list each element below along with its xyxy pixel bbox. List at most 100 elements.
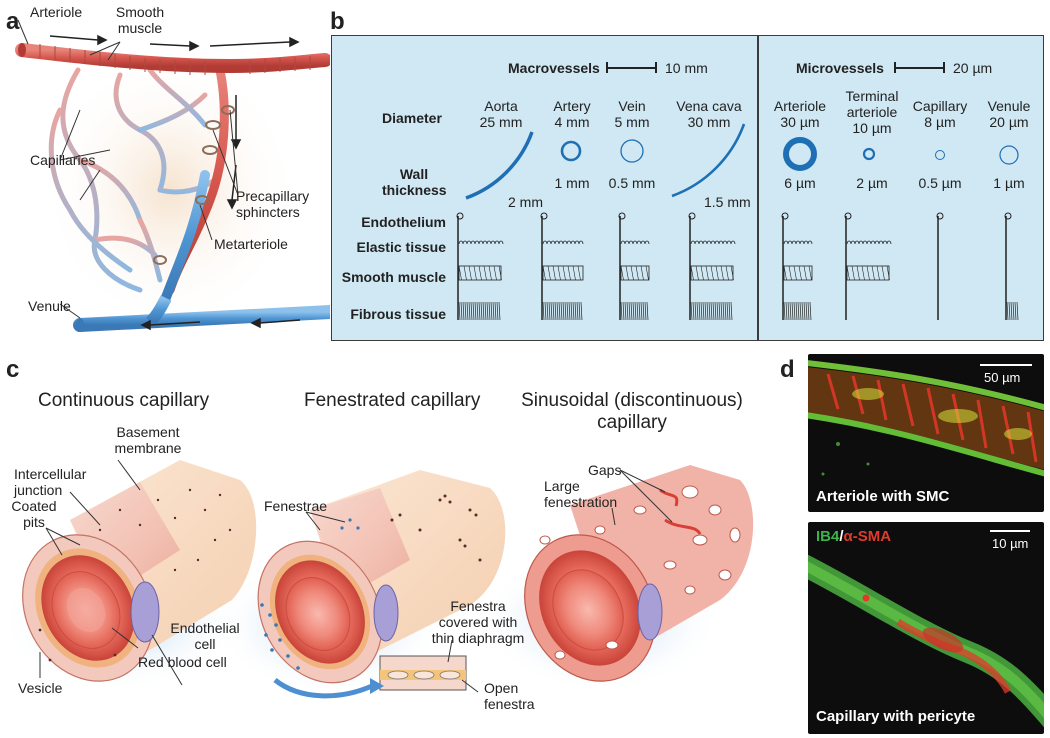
panel-c-letter: c	[6, 356, 20, 383]
panel-c-diagram	[0, 459, 754, 699]
label-basement-membrane: Basement membrane	[114, 424, 182, 456]
row-label-fibrous: Fibrous tissue	[350, 306, 446, 322]
micro-scale-label: 20 µm	[953, 60, 993, 76]
capillary-scale-bar	[990, 530, 1030, 532]
micrograph-capillary: IB4/α-SMA 10 µm Capillary with pericyte	[808, 522, 1044, 734]
vessel-artery-name: Artery	[553, 98, 591, 114]
macro-scale-bar	[606, 67, 656, 69]
flow-arrows	[49, 34, 301, 331]
arteriole-caption: Arteriole with SMC	[816, 488, 950, 505]
smooth-muscle-bands	[39, 44, 311, 75]
arteriole-stain-image	[808, 360, 1044, 477]
vessel-vein-wall: 0.5 mm	[608, 175, 656, 191]
arteriole-end	[18, 43, 26, 57]
vessel-terminal-arteriole-wall: 2 µm	[856, 175, 888, 191]
macro-scale-tick-right	[655, 62, 657, 73]
panel-b-letter: b	[330, 8, 345, 35]
arteriole-scale-label: 50 µm	[984, 370, 1021, 385]
panel-d-letter: d	[780, 356, 795, 383]
fenestrated-capillary	[215, 470, 506, 699]
row-label-diameter: Diameter	[382, 110, 442, 126]
row-label-elastic: Elastic tissue	[356, 239, 447, 255]
macro-scale-label: 10 mm	[665, 60, 708, 76]
capillary-scale-label: 10 µm	[992, 536, 1029, 551]
label-capillaries: Capillaries	[30, 152, 96, 168]
capillary-caption: Capillary with pericyte	[816, 708, 976, 725]
vessel-capillary-diameter: 8 µm	[924, 114, 956, 130]
label-intercellular-junction: Intercellular junction	[14, 466, 87, 498]
label-gaps: Gaps	[588, 462, 622, 478]
panel-a-diagram	[15, 19, 330, 332]
capillary-network	[48, 67, 218, 293]
label-venule: Venule	[28, 298, 71, 314]
label-red-blood-cell: Red blood cell	[138, 654, 227, 670]
macro-scale-tick-left	[606, 62, 608, 73]
vessel-venule-name: Venule	[987, 98, 1031, 114]
label-coated-pits: Coated pits	[11, 498, 57, 530]
sinusoidal-leaders	[611, 469, 673, 526]
vessel-capillary-name: Capillary	[912, 98, 968, 114]
micro-scale-tick-left	[894, 62, 896, 73]
macro-title: Macrovessels	[508, 60, 600, 76]
vessel-aorta-diameter: 25 mm	[479, 114, 523, 130]
continuous-leaders	[39, 459, 183, 686]
label-smooth-muscle: Smooth muscle	[115, 4, 165, 36]
row-label-smooth-muscle: Smooth muscle	[341, 269, 446, 285]
vessel-artery-diameter: 4 mm	[554, 114, 590, 130]
row-label-endothelium: Endothelium	[361, 214, 446, 230]
vessel-terminal-arteriole-diameter: 10 µm	[852, 120, 892, 136]
sinusoid-holes	[539, 485, 741, 660]
vessel-venule-diameter: 20 µm	[989, 114, 1029, 130]
label-precapillary-sphincters: Precapillary sphincters	[236, 188, 310, 220]
venule-junction	[146, 295, 172, 327]
micro-scale-tick-right	[943, 62, 945, 73]
vessel-vein-name: Vein	[618, 98, 646, 114]
venule-end	[76, 318, 84, 332]
label-fenestrae: Fenestrae	[264, 498, 328, 514]
row-label-wall-thickness: Wall thickness	[382, 166, 447, 198]
stain-sma: α-SMA	[843, 528, 892, 545]
label-fenestra-diaphragm: Fenestra covered with thin diaphragm	[431, 598, 525, 646]
vessel-arteriole-name: Arteriole	[773, 98, 827, 114]
label-vesicle: Vesicle	[18, 680, 63, 696]
vessel-aorta-name: Aorta	[484, 98, 518, 114]
micro-scale-bar	[894, 67, 944, 69]
panel-b-divider	[757, 35, 759, 341]
vessel-arteriole-wall: 6 µm	[784, 175, 816, 191]
fenestrated-title: Fenestrated capillary	[304, 390, 481, 411]
vessel-terminal-arteriole-name: Terminal arteriole	[845, 88, 899, 120]
vessel-venacava-diameter: 30 mm	[687, 114, 731, 130]
venule-vessel	[73, 305, 330, 332]
sinusoidal-title: Sinusoidal (discontinuous) capillary	[521, 390, 743, 433]
stain-separator: /	[839, 528, 844, 545]
label-open-fenestra: Open fenestra	[484, 680, 535, 712]
continuous-capillary	[0, 460, 257, 690]
panel-a-letter: a	[6, 8, 20, 35]
stain-legend: IB4/α-SMA	[816, 528, 891, 545]
continuous-dots	[38, 488, 232, 662]
vessel-aorta-wall: 2 mm	[508, 194, 543, 210]
label-metarteriole: Metarteriole	[214, 236, 288, 252]
metarteriole-venous	[160, 170, 210, 305]
vessel-arteriole-diameter: 30 µm	[780, 114, 820, 130]
micro-title: Microvessels	[796, 60, 884, 76]
vessel-capillary-wall: 0.5 µm	[918, 175, 962, 191]
stain-ib4: IB4	[816, 528, 840, 545]
vessel-venacava-name: Vena cava	[676, 98, 742, 114]
arteriole-vessel	[15, 43, 330, 74]
fenestrae-blue-dots	[260, 518, 360, 670]
fenestrated-leaders	[305, 511, 479, 693]
vessel-artery-wall: 1 mm	[554, 175, 590, 191]
label-large-fenestration: Large fenestration	[544, 478, 618, 510]
label-arteriole: Arteriole	[30, 4, 83, 20]
sphincter-rings	[153, 105, 235, 265]
label-endothelial-cell: Endothelial cell	[170, 620, 240, 652]
sinusoidal-capillary	[480, 465, 754, 692]
capillary-stain-image	[808, 554, 1044, 728]
vessel-venacava-wall: 1.5 mm	[704, 194, 751, 210]
arteriole-scale-bar	[980, 364, 1032, 366]
vessel-vein-diameter: 5 mm	[614, 114, 650, 130]
vessel-venule-wall: 1 µm	[993, 175, 1025, 191]
continuous-title: Continuous capillary	[38, 390, 210, 411]
